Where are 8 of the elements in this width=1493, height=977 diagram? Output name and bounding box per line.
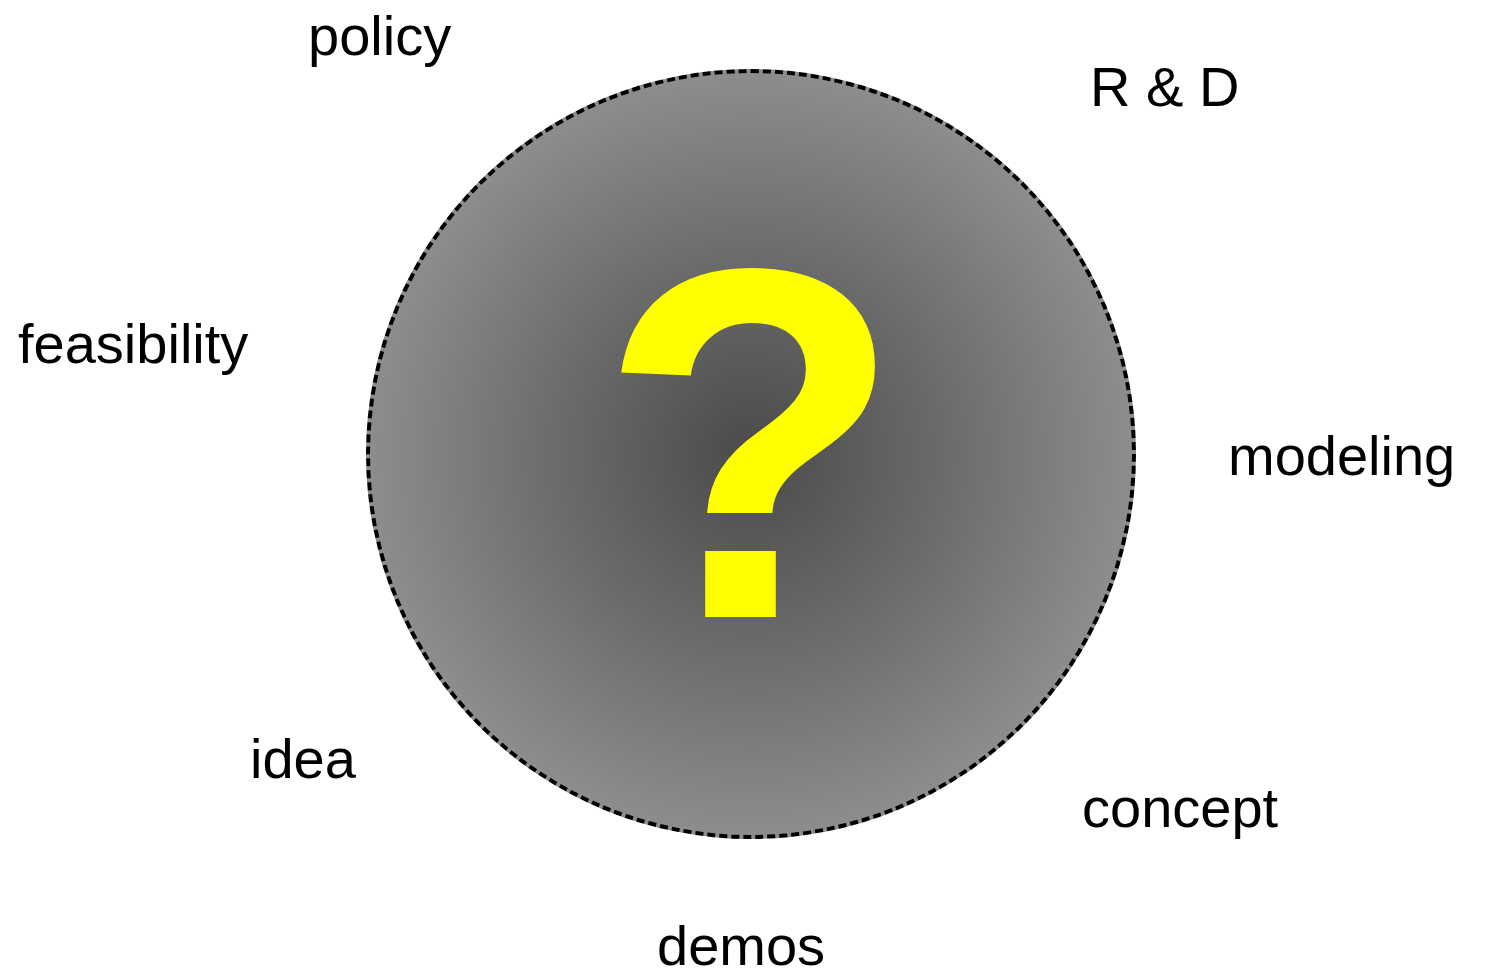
word-label: R & D [1090,55,1240,119]
word-label: feasibility [18,312,249,376]
word-label: modeling [1228,424,1456,488]
word-label: policy [308,4,452,68]
question-mark: ? [598,194,904,694]
word-label: demos [657,914,826,977]
word-label: concept [1082,776,1279,840]
word-label: idea [250,727,356,791]
